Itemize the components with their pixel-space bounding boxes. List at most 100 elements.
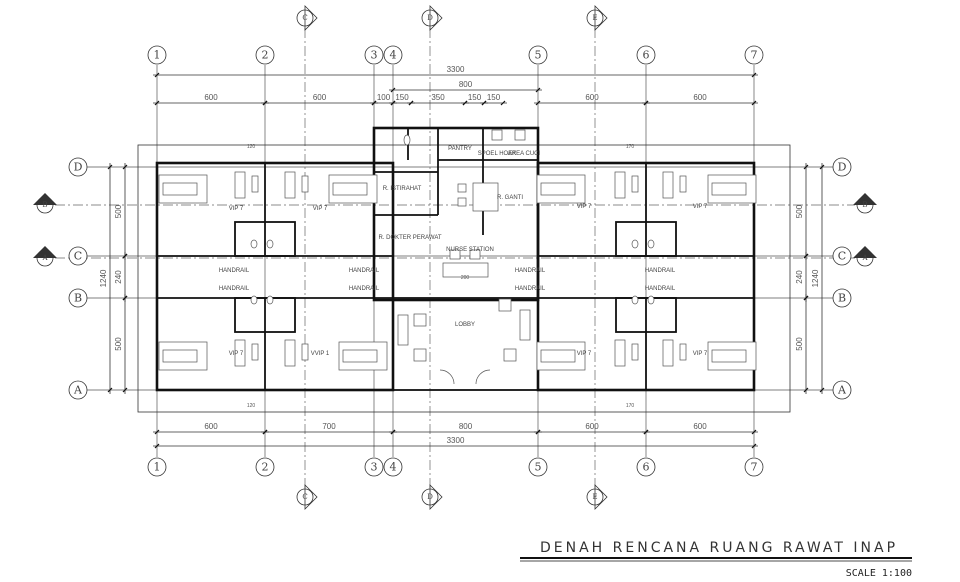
dimension-label: 700 <box>322 422 336 431</box>
section-arrow-icon <box>853 193 877 205</box>
bed-icon <box>711 182 747 196</box>
chair-icon <box>457 183 467 193</box>
bed-icon <box>540 182 576 196</box>
section-marker-label: D <box>427 493 433 501</box>
drawing-scale: SCALE 1:100 <box>846 568 912 579</box>
grid-bubble <box>255 45 275 65</box>
section-marker-label: C <box>302 493 307 501</box>
room-label-vip: VIP 7 <box>693 351 708 357</box>
section-marker-label: B <box>42 201 47 209</box>
sofa-icon <box>662 171 674 199</box>
grid-bubble <box>383 45 403 65</box>
grid-bubble-label: C <box>838 250 846 263</box>
room-label-pantry: PANTRY <box>448 146 472 152</box>
drawing-title: DENAH RENCANA RUANG RAWAT INAP <box>540 540 898 556</box>
section-arrow-icon <box>304 484 318 510</box>
room-label-istirahat: R. ISTIRAHAT <box>383 186 422 192</box>
dimension-tick <box>390 87 396 93</box>
table-icon <box>631 343 639 361</box>
dimension-tick <box>154 100 160 106</box>
dimension-label: 600 <box>204 422 218 431</box>
dimension-label: 1240 <box>811 269 820 287</box>
section-marker-label: A <box>41 254 48 262</box>
section-marker-label: B <box>862 201 867 209</box>
grid-bubble <box>832 246 852 266</box>
dimension-label: 600 <box>313 93 327 102</box>
dimension-tick <box>535 87 541 93</box>
sink-icon <box>491 129 503 141</box>
dimension-tick <box>462 100 468 106</box>
dimension-tick <box>371 100 377 106</box>
dimension-tick <box>408 100 414 106</box>
grid-bubble <box>68 380 88 400</box>
dimension-tick <box>107 164 113 170</box>
dimension-label: 240 <box>114 270 123 284</box>
dimension-label: 600 <box>693 93 707 102</box>
lobby-sofa-icon <box>519 309 531 341</box>
dimension-tick <box>262 429 268 435</box>
room-sub-dimension: 170 <box>626 144 635 150</box>
grid-bubble <box>636 457 656 477</box>
handrail-label: HANDRAIL <box>349 286 380 292</box>
grid-bubble <box>832 157 852 177</box>
table-icon <box>631 175 639 193</box>
dimension-label: 100 <box>377 93 391 102</box>
dimension-tick <box>500 100 506 106</box>
dimension-label: 3300 <box>447 436 465 445</box>
grid-bubble-label: D <box>74 161 83 174</box>
dimension-label: 350 <box>431 93 445 102</box>
section-arrow-icon <box>853 246 877 258</box>
bed-icon <box>342 349 378 363</box>
section-marker-label: E <box>592 493 597 501</box>
toilet-icon <box>647 295 655 305</box>
room-label-vip: VIP 7 <box>577 204 592 210</box>
dimension-tick <box>122 387 128 393</box>
dimension-tick <box>154 429 160 435</box>
lobby-sofa-icon <box>397 314 409 346</box>
chair-icon <box>469 249 481 260</box>
dimension-label: 150 <box>487 93 501 102</box>
room-labels: VIP 7 VIP 7 VIP 7 VVIP 1 VIP 7 VIP 7 VIP… <box>219 144 708 409</box>
grid-bubble <box>832 380 852 400</box>
dimension-tick <box>122 295 128 301</box>
dimension-label: 1240 <box>99 269 108 287</box>
bed-icon <box>540 349 576 363</box>
grid-bubble-label: 5 <box>535 49 542 62</box>
toilet-icon <box>250 295 258 305</box>
entrance-door-icon <box>439 369 491 385</box>
armchair-icon <box>498 298 512 312</box>
grid-bubble <box>528 457 548 477</box>
grid-bubble-label: 7 <box>751 49 758 62</box>
section-arrow-icon <box>33 193 57 205</box>
dimension-tick <box>803 295 809 301</box>
table-icon <box>679 343 687 361</box>
dimension-label: 3300 <box>447 65 465 74</box>
handrail-label: HANDRAIL <box>219 268 250 274</box>
grid-bubble <box>147 45 167 65</box>
room-label-vip: VIP 7 <box>313 206 328 212</box>
grid-bubble-label: 2 <box>262 49 269 62</box>
room-label-vip: VIP 7 <box>229 206 244 212</box>
dimension-label: 150 <box>395 93 409 102</box>
dimension-tick <box>751 100 757 106</box>
grid-bubble <box>364 45 384 65</box>
grid-bubble-label: 1 <box>154 49 161 62</box>
handrail-label: HANDRAIL <box>515 286 546 292</box>
room-label-vip: VIP 7 <box>693 204 708 210</box>
room-sub-dimension: 120 <box>247 403 256 409</box>
handrail-label: HANDRAIL <box>219 286 250 292</box>
section-arrow-icon <box>594 484 608 510</box>
chair-icon <box>457 197 467 207</box>
dimension-tick <box>535 100 541 106</box>
grid-bubble-label: B <box>74 292 82 305</box>
grid-bubble <box>364 457 384 477</box>
corridor-dimension: 200 <box>461 275 470 281</box>
room-label-ganti: R. GANTI <box>497 195 523 201</box>
bed-icon <box>332 182 368 196</box>
grid-bubble-label: 2 <box>262 461 269 474</box>
grid-bubble <box>528 45 548 65</box>
grid-bubble <box>68 157 88 177</box>
room-label-area-cuci: AREA CUCI <box>508 151 541 157</box>
grid-bubble-label: 6 <box>643 461 650 474</box>
